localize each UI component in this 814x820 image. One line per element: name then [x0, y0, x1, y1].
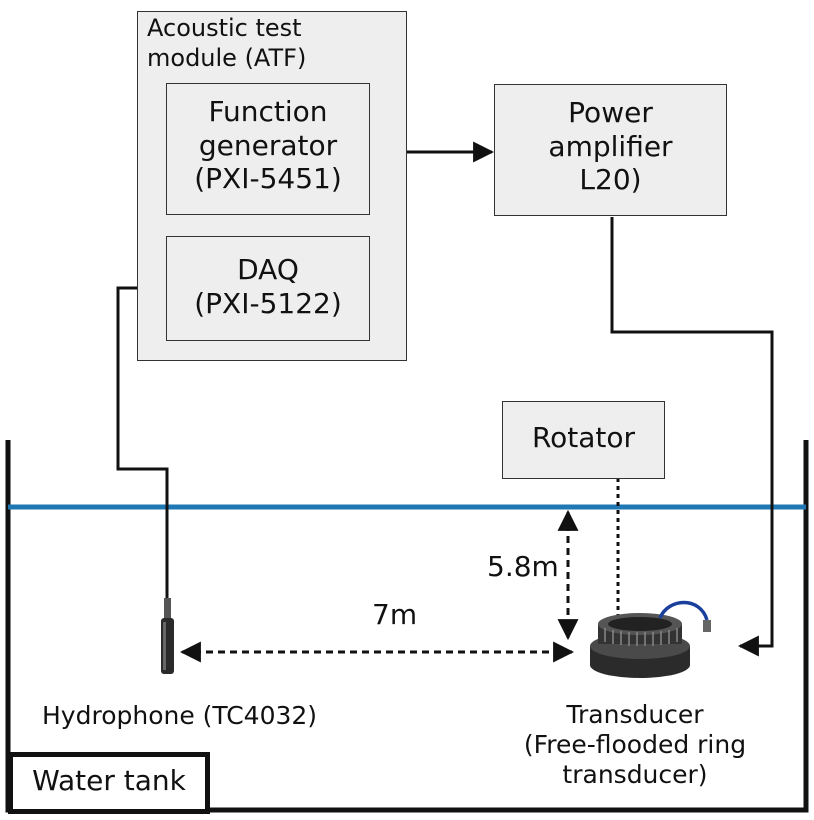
power-amplifier-box — [494, 84, 727, 216]
hydrophone-icon — [161, 598, 174, 674]
power-amplifier-label: Power amplifier L20) — [548, 96, 673, 197]
distance-label: 7m — [372, 598, 418, 631]
daq-box — [166, 236, 370, 341]
function-generator-label: Function generator (PXI-5451) — [194, 95, 342, 196]
rotator-box — [502, 401, 665, 479]
amp-to-transducer-arrow — [610, 217, 774, 657]
transducer-label: Transducer (Free-flooded ring transducer… — [523, 700, 747, 789]
water-tank-label-box — [8, 752, 210, 814]
water-tank-outline — [5, 440, 809, 813]
hydrophone-to-daq-arrow — [116, 277, 169, 600]
depth-label: 5.8m — [487, 550, 559, 583]
rotator-label: Rotator — [531, 421, 636, 454]
function-generator-box — [166, 83, 370, 215]
hydrophone-label: Hydrophone (TC4032) — [42, 701, 318, 730]
daq-label: DAQ (PXI-5122) — [194, 253, 342, 320]
water-tank-label: Water tank — [32, 764, 186, 797]
transducer-icon — [590, 600, 711, 678]
atf-module-title: Acoustic test module (ATF) — [147, 14, 307, 72]
